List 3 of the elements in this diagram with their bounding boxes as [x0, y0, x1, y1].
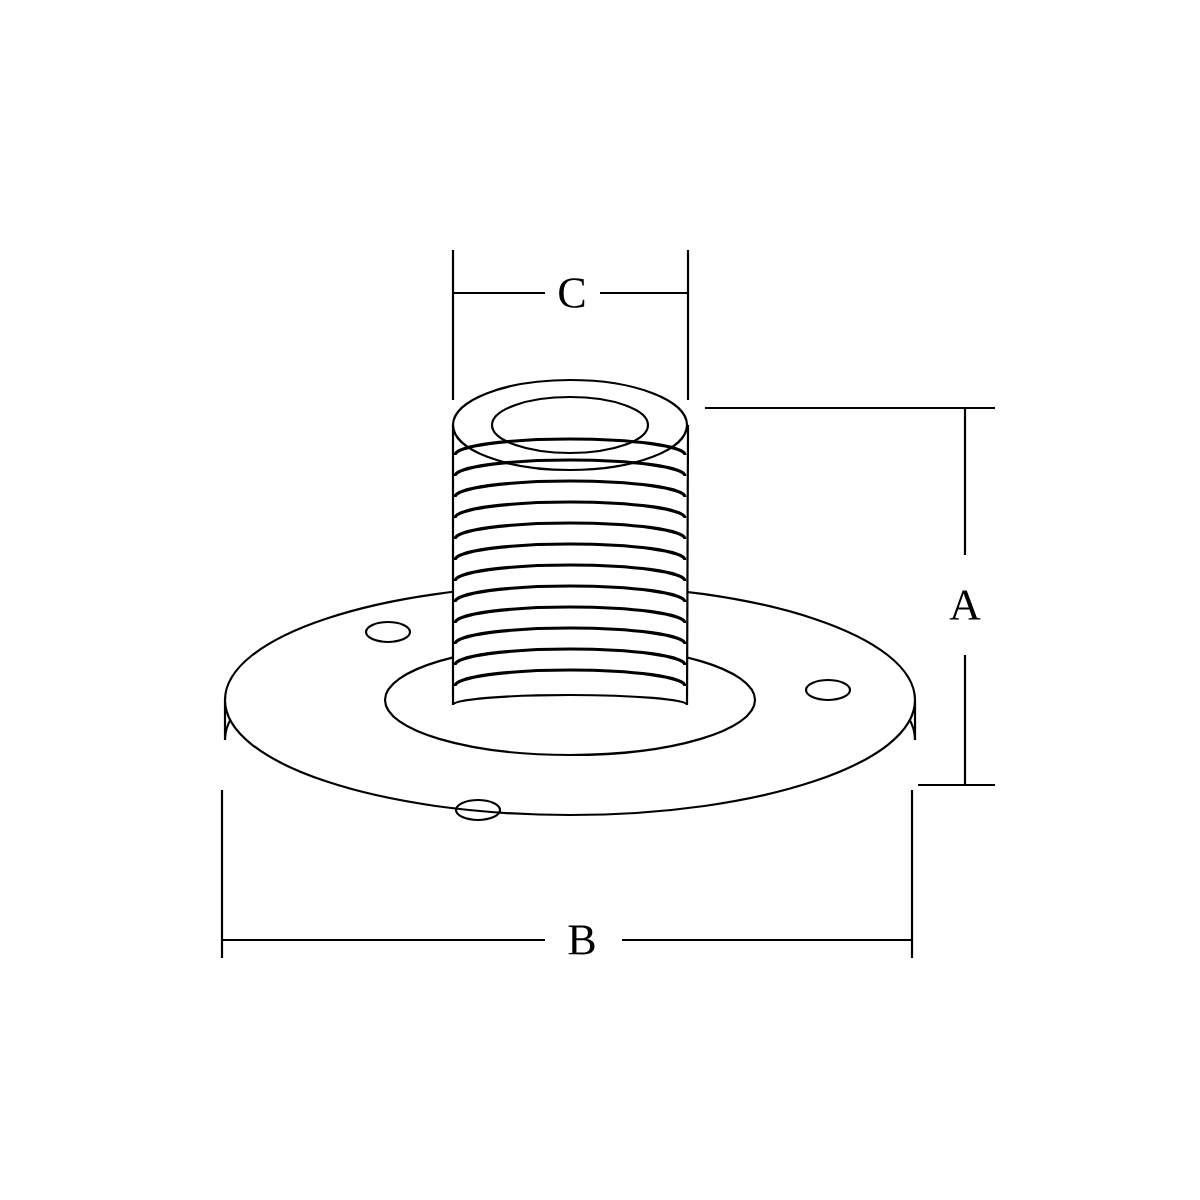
dimension-label: C: [559, 278, 585, 308]
dimension-label: A: [949, 590, 981, 620]
dimension-label: B: [568, 925, 595, 955]
